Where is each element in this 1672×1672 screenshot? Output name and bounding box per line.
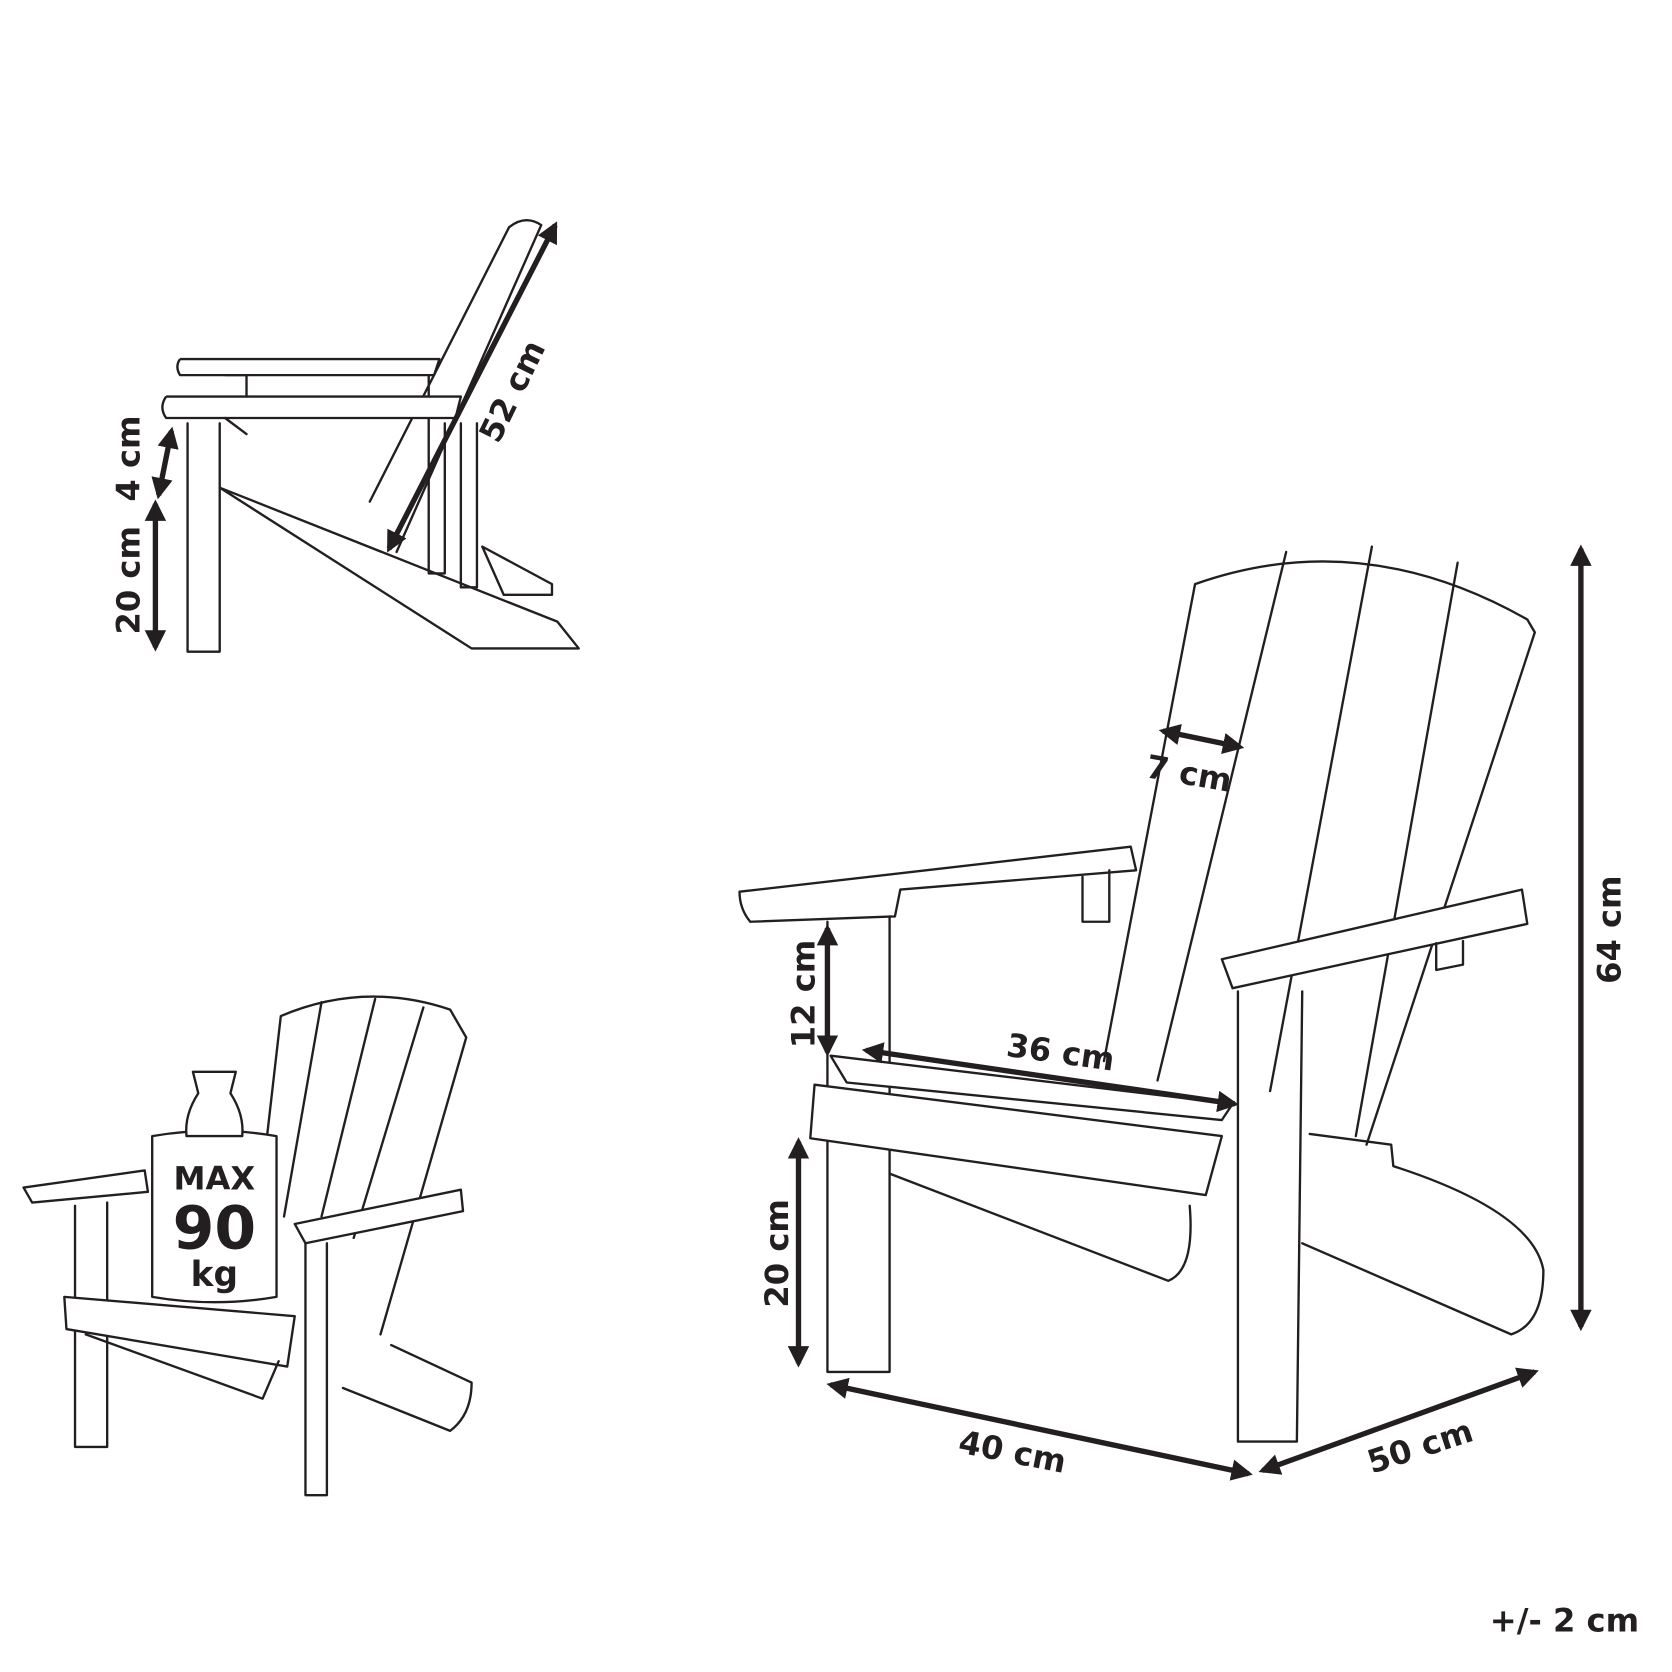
- load-view-chair: [22, 995, 473, 1497]
- backrest-length-arrow: [386, 221, 558, 553]
- seat-width-arrow: [861, 1042, 1239, 1113]
- weight-unit: kg: [191, 1255, 238, 1295]
- depth-label: 50 cm: [1363, 1412, 1478, 1482]
- total-height-label: 64 cm: [1591, 875, 1629, 983]
- side-leg-height-label: 20 cm: [109, 526, 147, 634]
- weight-value: 90: [173, 1194, 257, 1264]
- tolerance-note: +/- 2 cm: [1490, 1601, 1639, 1639]
- armrest-thickness-arrow: [151, 426, 179, 500]
- front-view-chair: [738, 545, 1545, 1443]
- width-arrow: [826, 1377, 1253, 1481]
- weight-max-label: MAX: [174, 1160, 256, 1198]
- depth-arrow: [1258, 1367, 1539, 1475]
- armrest-thickness-label: 4 cm: [109, 415, 147, 501]
- seat-height-label: 20 cm: [758, 1199, 796, 1307]
- side-view-chair: [161, 219, 580, 653]
- armrest-height-label: 12 cm: [785, 940, 823, 1048]
- backrest-length-label: 52 cm: [471, 334, 553, 448]
- slat-width-arrow: [1158, 723, 1245, 755]
- slat-width-label: 7 cm: [1143, 748, 1234, 800]
